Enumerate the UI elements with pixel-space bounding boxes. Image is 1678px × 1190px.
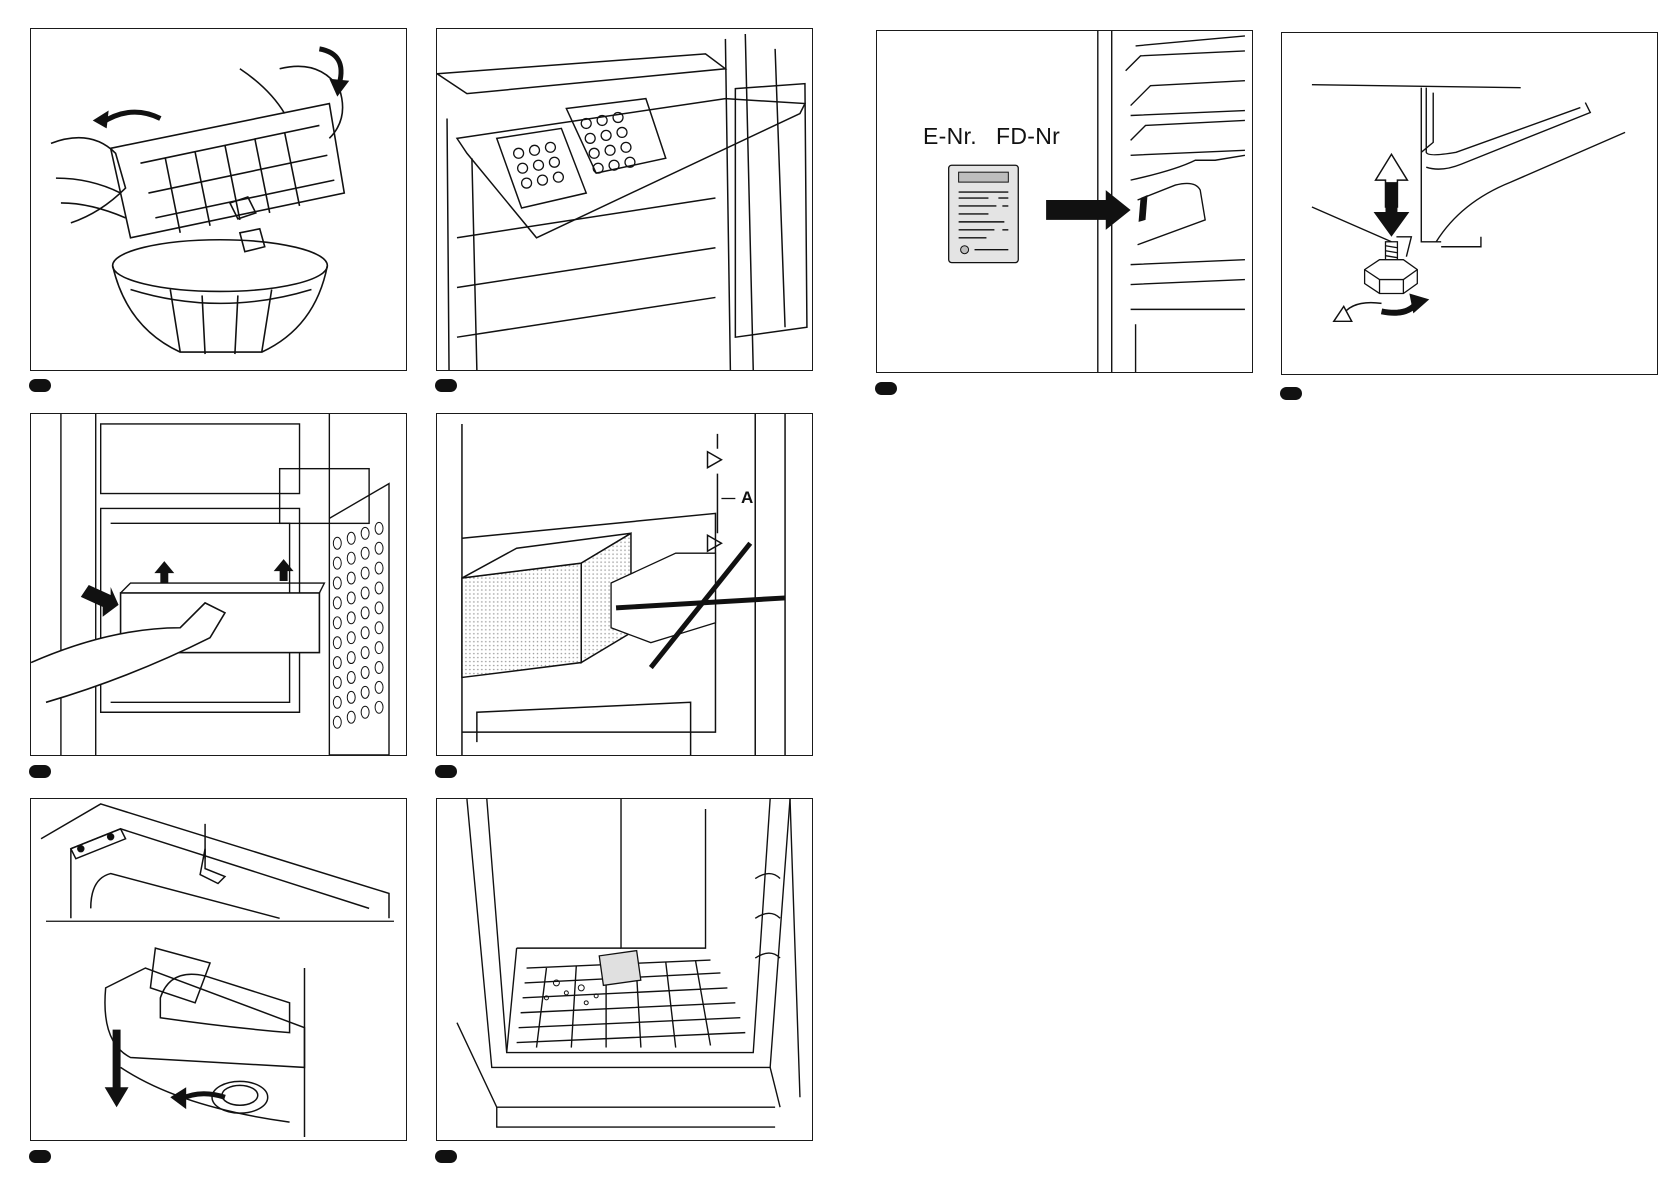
figure-rating-plate: E-Nr. FD-Nr	[876, 30, 1253, 373]
figure-leveling-foot	[1281, 32, 1658, 375]
fd-nr-label: FD-Nr	[996, 123, 1060, 150]
figure-ice-tray	[30, 28, 407, 371]
ice-tray-illustration	[31, 29, 406, 370]
e-nr-label: E-Nr.	[923, 123, 977, 150]
figure-badge-stacking-limit	[435, 765, 457, 778]
stacking-limit-illustration	[437, 414, 812, 755]
figure-badge-ice-tray	[29, 379, 51, 392]
freezer-tray-illustration	[437, 29, 812, 370]
figure-badge-rating-plate	[875, 382, 897, 395]
defrost-tray-illustration	[437, 799, 812, 1140]
figure-defrost-tray	[436, 798, 813, 1141]
figure-badge-freezer-tray	[435, 379, 457, 392]
leveling-foot-illustration	[1282, 33, 1657, 374]
dimension-label-a: A	[741, 488, 753, 508]
drawer-removal-illustration	[31, 414, 406, 755]
rating-plate-illustration	[877, 31, 1252, 372]
figure-filter-replacement	[30, 798, 407, 1141]
figure-badge-drawer-removal	[29, 765, 51, 778]
filter-replacement-illustration	[31, 799, 406, 1140]
figure-drawer-removal	[30, 413, 407, 756]
figure-freezer-tray	[436, 28, 813, 371]
figure-stacking-limit: A	[436, 413, 813, 756]
figure-badge-filter-replacement	[29, 1150, 51, 1163]
figure-badge-defrost-tray	[435, 1150, 457, 1163]
figure-badge-leveling-foot	[1280, 387, 1302, 400]
